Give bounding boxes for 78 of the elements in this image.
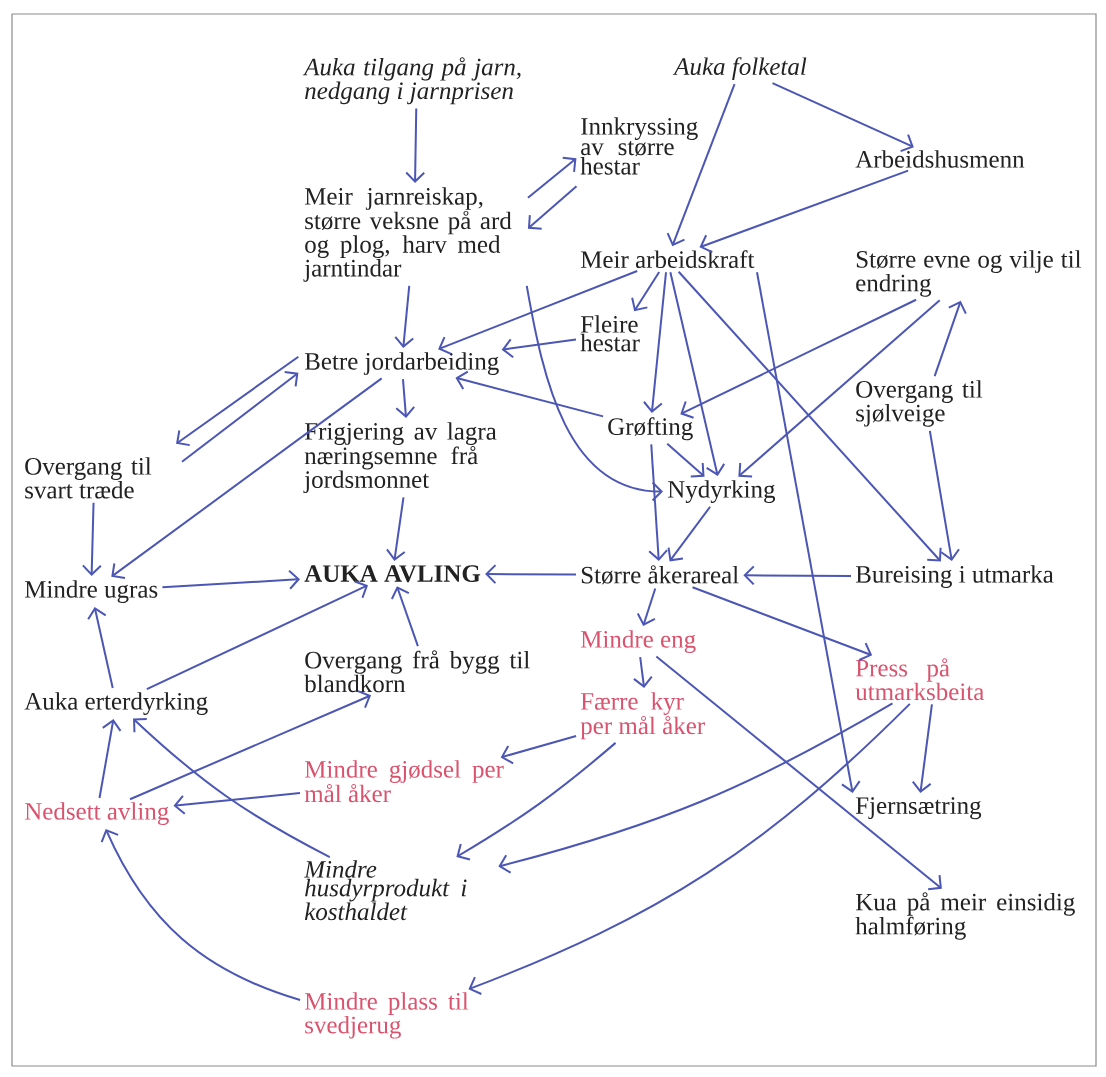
node-label: Overgang til sjølveige	[856, 380, 983, 427]
arrow	[527, 185, 578, 230]
arrow	[87, 607, 114, 690]
arrow	[632, 656, 653, 689]
arrow	[743, 565, 852, 586]
arrow	[525, 284, 663, 502]
arrow	[677, 270, 942, 562]
node-label: Overgang frå bygg til blandkorn	[304, 650, 530, 693]
arrow	[456, 741, 617, 861]
node-label: Betre jordarbeiding	[304, 352, 499, 375]
arrow	[161, 569, 300, 590]
node-label: Bureising i utmarka	[855, 565, 1054, 588]
node-label: Frigjering av lagra næringsemne frå jordsmonnet	[303, 422, 497, 494]
arrow	[648, 443, 669, 561]
arrow	[756, 271, 861, 794]
arrow	[81, 501, 102, 576]
node-label: Mindre eng	[580, 630, 696, 653]
arrow	[911, 703, 933, 794]
node-label: Meir arbeidskraft	[580, 250, 755, 269]
node-label: Mindre gjødsel per mål åker	[304, 760, 504, 803]
arrow	[636, 587, 657, 627]
node-label: Auka erterdyrking	[24, 692, 208, 715]
arrow	[181, 370, 299, 463]
arrow	[680, 298, 918, 419]
arrow	[385, 496, 406, 562]
node-label: Auka folketal	[672, 57, 807, 81]
node-label: Meir jarnreiskap, større veksne på ard og plog, harv med jarntindar	[303, 187, 512, 282]
node-label: AUKA AVLING	[304, 565, 481, 583]
node-label: Mindre husdyrprodukt i kosthaldet	[303, 860, 467, 921]
arrow	[501, 338, 578, 359]
arrow	[133, 718, 331, 859]
arrow	[666, 83, 736, 247]
arrow	[631, 270, 661, 312]
node-label: Nedsett avling	[24, 802, 169, 825]
node-label: Auka tilgang på jarn, nedgang i jarnprisen	[302, 57, 521, 105]
arrow	[438, 270, 639, 355]
arrow	[667, 505, 712, 562]
node-label: Mindre ugras	[24, 580, 158, 603]
node-label: Mindre plass til svedjerug	[304, 992, 469, 1039]
arrow	[111, 377, 383, 579]
arrow	[485, 564, 577, 585]
arrow	[738, 299, 941, 478]
arrow	[395, 378, 416, 419]
node-label: Arbeidshusmenn	[855, 150, 1025, 168]
arrow	[933, 300, 967, 378]
arrow	[455, 370, 605, 418]
arrow	[98, 719, 122, 800]
arrow	[669, 271, 726, 477]
arrow	[642, 271, 667, 413]
arrow	[526, 156, 577, 199]
node-label: Press på utmarksbeita	[855, 658, 984, 701]
arrow	[500, 735, 578, 765]
arrow	[468, 702, 911, 995]
arrow	[394, 284, 415, 348]
arrow	[655, 655, 942, 891]
node-label: Større åkerareal	[581, 565, 739, 585]
arrow	[176, 355, 300, 447]
node-label: Nydyrking	[667, 480, 776, 503]
arrow	[928, 429, 960, 562]
arrow	[771, 82, 914, 153]
arrow	[666, 442, 705, 478]
node-label: Fleire hestar	[580, 315, 640, 352]
node-label: Færre kyr per mål åker	[580, 692, 705, 740]
arrow	[691, 586, 873, 662]
arrow	[699, 169, 910, 254]
node-label: Overgang til svart træde	[25, 457, 152, 499]
arrow	[405, 107, 426, 183]
node-label: Grøfting	[608, 417, 693, 441]
arrow	[498, 702, 894, 874]
arrow	[390, 586, 419, 648]
node-label: Større evne og vilje til endring	[856, 250, 1082, 297]
node-label: Fjernsætring	[855, 797, 982, 820]
arrow	[173, 792, 301, 815]
node-label: Innkryssing av større hestar	[580, 117, 698, 175]
arrow	[129, 690, 372, 801]
arrow	[100, 829, 302, 1001]
arrow	[145, 580, 369, 691]
node-label: Kua på meir einsidig halmføring	[855, 892, 1075, 940]
